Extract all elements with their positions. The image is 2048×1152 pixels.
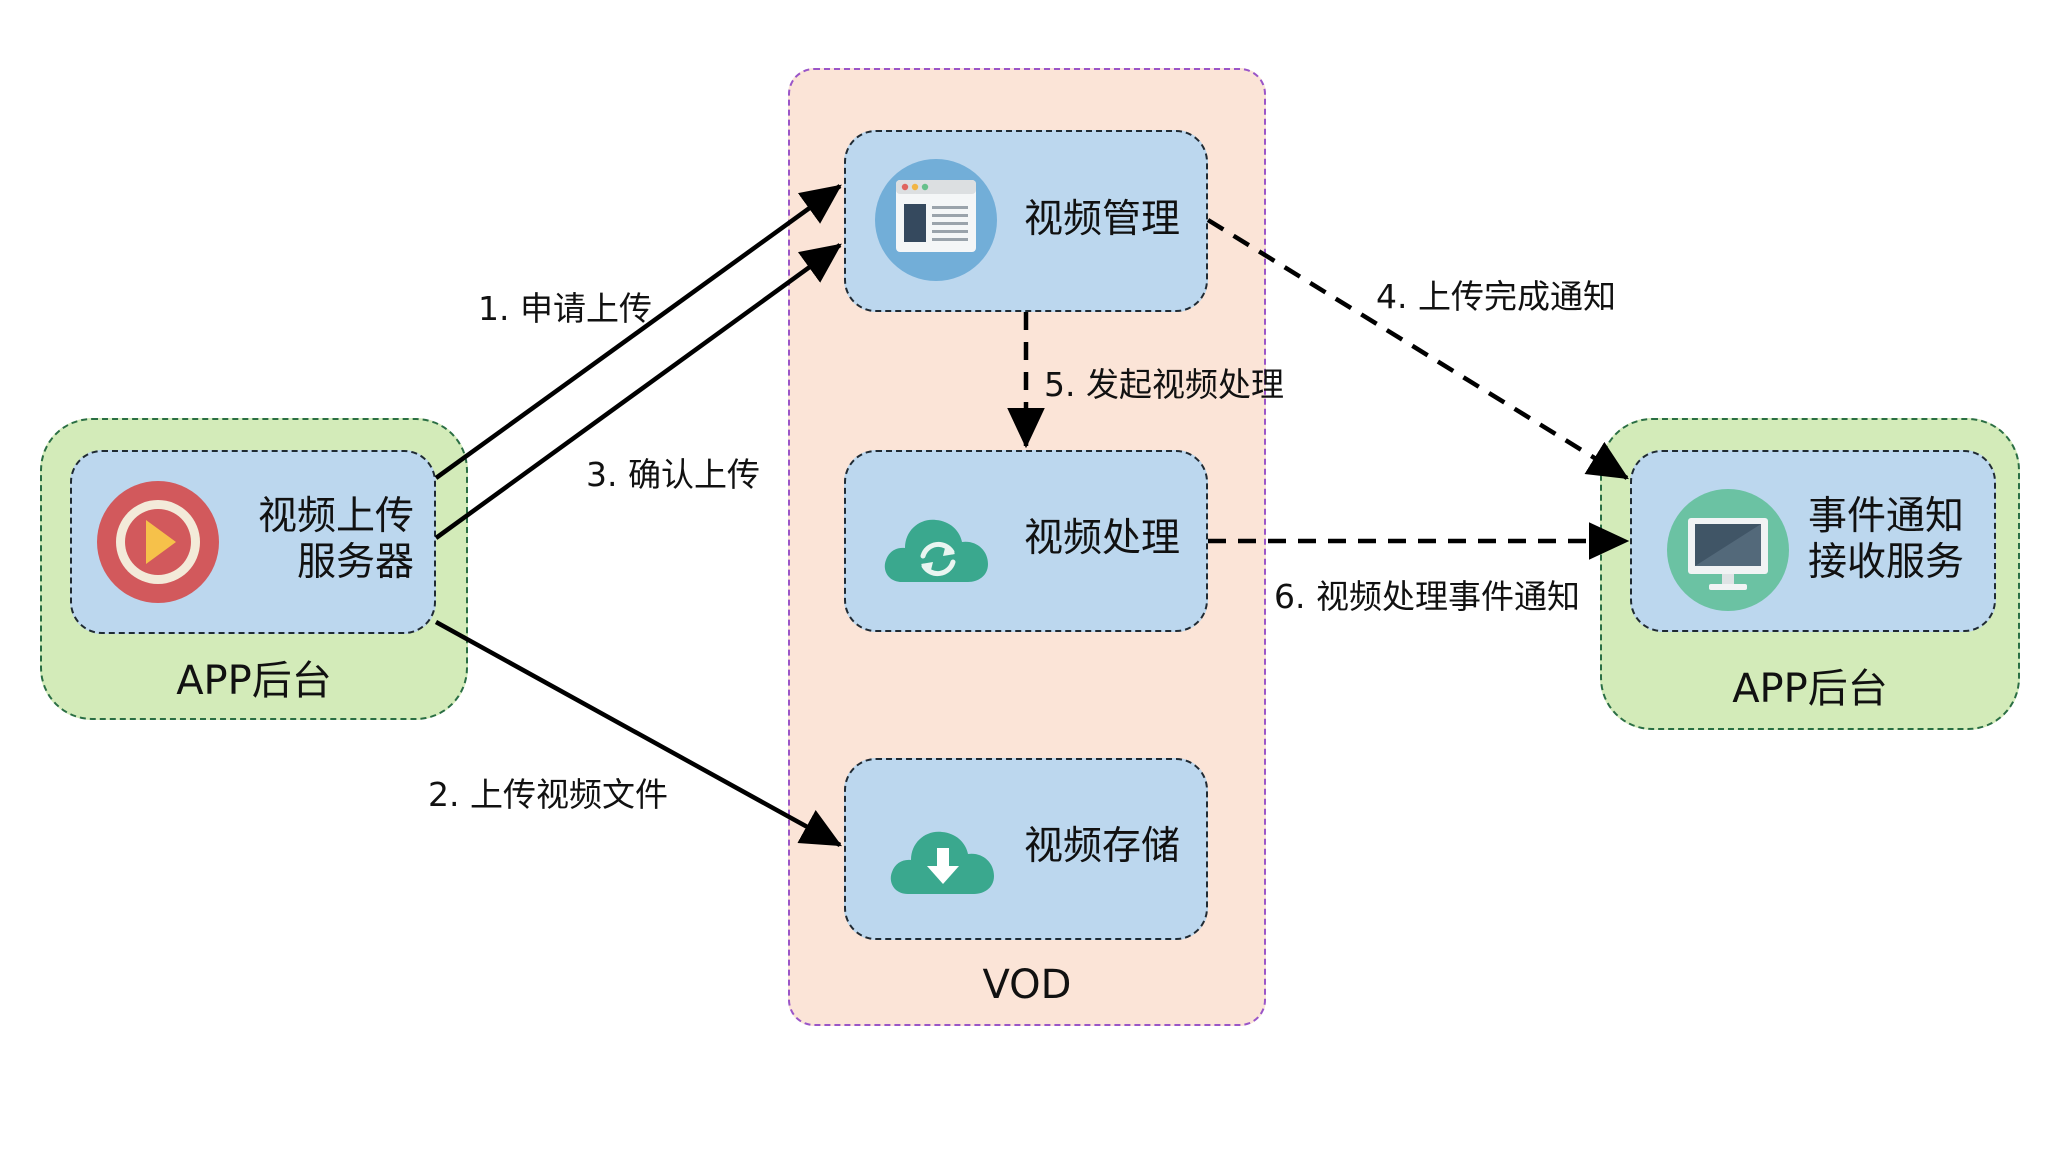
- play-button-icon: [97, 481, 219, 603]
- right-app-group-label: APP后台: [1732, 666, 1888, 712]
- browser-window-icon: [875, 159, 997, 281]
- step-1-label: 1. 申请上传: [478, 289, 652, 328]
- step-5-label: 5. 发起视频处理: [1044, 365, 1284, 404]
- video-processing-node[interactable]: [844, 450, 1208, 632]
- event-receiver-label: 事件通知 接收服务: [1808, 494, 1964, 586]
- left-app-group-label: APP后台: [176, 658, 332, 704]
- monitor-icon: [1667, 489, 1789, 611]
- vod-group-label: VOD: [982, 962, 1072, 1008]
- arrow-confirm-upload: [434, 243, 842, 540]
- upload-server-label-line2: 服务器: [296, 540, 414, 586]
- cloud-sync-icon: [884, 519, 988, 582]
- upload-server-label: 视频上传 服务器: [234, 494, 414, 586]
- video-management-label: 视频管理: [1024, 197, 1181, 242]
- event-receiver-label-line1: 事件通知: [1808, 494, 1965, 539]
- arrow-request-upload: [434, 184, 842, 480]
- upload-server-label-line1: 视频上传: [257, 494, 414, 539]
- video-storage-label: 视频存储: [1024, 824, 1181, 869]
- cloud-download-icon: [890, 831, 994, 894]
- arrow-upload-complete-notify: [1206, 218, 1629, 480]
- arrow-upload-file: [434, 620, 842, 847]
- step-2-label: 2. 上传视频文件: [428, 775, 668, 814]
- step-4-label: 4. 上传完成通知: [1376, 277, 1616, 316]
- event-receiver-label-line2: 接收服务: [1808, 540, 1965, 586]
- step-6-label: 6. 视频处理事件通知: [1274, 577, 1580, 616]
- video-storage-node[interactable]: [844, 758, 1208, 940]
- step-3-label: 3. 确认上传: [586, 455, 760, 494]
- video-processing-label: 视频处理: [1024, 516, 1181, 561]
